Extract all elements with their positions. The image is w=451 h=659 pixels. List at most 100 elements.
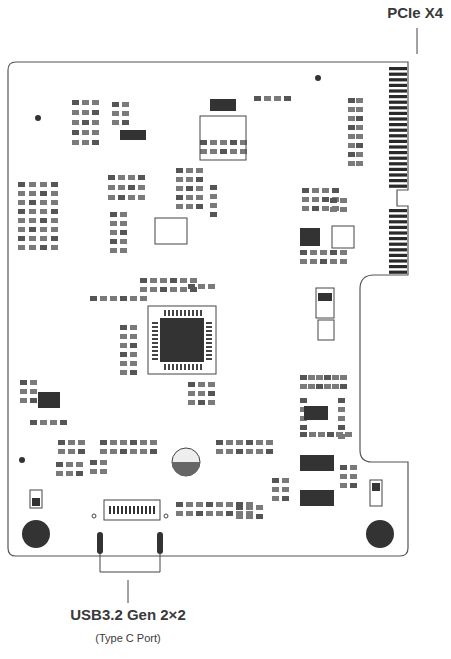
smd-part [100,460,107,465]
gold-finger [389,106,407,109]
smd-part [356,125,363,130]
smd-part [72,120,79,125]
smd-part [338,398,345,403]
smd-part [356,143,363,148]
smd-part [120,248,127,253]
gold-finger [389,134,407,137]
smd-part [150,278,157,283]
chip-pin [168,364,170,370]
smd-part [118,185,125,190]
smd-part [348,134,355,139]
smd-part [90,460,97,465]
smd-part [29,218,36,223]
smd-part [208,400,215,405]
smd-part [82,140,89,145]
smd-part [30,398,37,403]
smd-part [51,236,58,241]
chip-pin [188,364,190,370]
smd-part [110,296,117,301]
ic [38,130,354,420]
smd-part [338,425,345,430]
smd-part [90,296,97,301]
smd-part [20,380,27,385]
power-parts [30,288,382,508]
chip-pin [152,338,158,340]
board-outline [8,62,408,556]
smd-part [256,514,263,519]
smd-part [348,125,355,130]
usb-pin [153,506,155,514]
smd-part [110,221,117,226]
smd-part [140,287,147,292]
usb-pin [141,506,143,514]
smd-part [332,188,339,193]
smd-part [340,375,347,380]
smd-part [186,502,193,507]
smd-part [110,449,117,454]
usb-pin [113,506,115,514]
chip-pin [196,364,198,370]
smd-part [340,483,347,488]
smd-part [196,195,203,200]
smd-part [338,407,345,412]
smd-part [348,152,355,157]
smd-part [100,440,107,445]
smd-part [18,245,25,250]
smd-part [120,296,127,301]
smd-part [29,182,36,187]
smd-part [29,245,36,250]
smd-part [180,278,187,283]
smd-part [210,140,217,145]
gold-finger [389,209,407,212]
smd-part [274,96,281,101]
smd-part [130,370,137,375]
smd-part [120,370,127,375]
smd-part [56,471,63,476]
smd-part [208,391,215,396]
gold-finger [389,123,407,126]
smd-part [186,195,193,200]
smd-part [120,212,127,217]
smd-part [176,511,183,516]
gold-finger [389,78,407,81]
smd-part [338,416,345,421]
smd-part [348,98,355,103]
smd-part [110,440,117,445]
gold-finger [389,84,407,87]
gold-finger [389,67,407,70]
smd-part [72,100,79,105]
gold-finger [389,254,407,257]
chip-pin [196,310,198,316]
smd-part [128,185,135,190]
smd-part [356,161,363,166]
smd-part [30,389,37,394]
smd-part [236,505,243,510]
smd-part [120,325,127,330]
smd-part [120,230,127,235]
smd-part [92,110,99,115]
smd-part [122,111,129,116]
gold-finger [389,157,407,160]
smd-part [76,462,83,467]
smd-part [340,250,347,255]
smd-part [206,502,213,507]
smd-part [40,209,47,214]
chip-pin [206,342,212,344]
smd-part [18,200,25,205]
smd-part [348,143,355,148]
smd-part [160,287,167,292]
smd-part [20,389,27,394]
smd-part [188,391,195,396]
smd-part [180,287,187,292]
smd-part [236,440,243,445]
gold-finger [389,173,407,176]
usb-pin [117,506,119,514]
smd-part [100,449,107,454]
usb-pin [109,506,111,514]
gold-finger [389,185,407,188]
smd-part [206,511,213,516]
chip-pin [168,310,170,316]
smd-part [92,130,99,135]
smd-part [110,248,117,253]
smd-part [226,449,233,454]
